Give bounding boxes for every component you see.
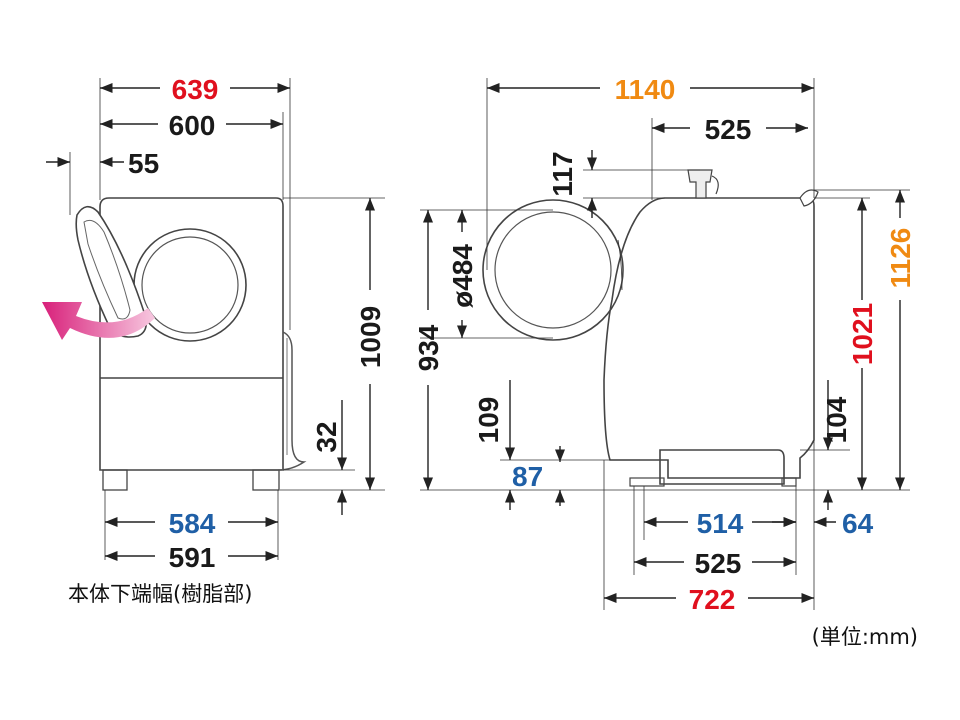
side-base-pedestal [659,449,785,485]
water-inlet-hose [711,175,719,195]
front-open-door-inner [83,219,131,320]
dim-base-offset-rear: 64 [842,508,874,539]
side-door-hinge [617,239,623,291]
dim-front-height: 1009 [355,306,386,368]
dim-side-depth-overall: 1140 [615,74,676,105]
dim-base-depth-a: 514 [697,508,744,539]
water-inlet-icon [687,169,713,199]
front-foot-left [102,469,128,491]
door-open-arrow-icon [42,302,155,340]
dim-door-bottom-height: 109 [473,397,504,444]
dim-side-depth-top: 525 [705,114,752,145]
front-body-outline [99,197,284,471]
unit-note: (単位:mm) [812,625,918,649]
dim-base-width-a: 584 [169,508,216,539]
dim-foot-height: 32 [311,421,342,452]
base-width-caption: 本体下端幅(樹脂部) [68,582,252,606]
dim-side-body-height: 1021 [847,303,878,365]
rear-hose-icon [799,189,819,207]
dim-front-width-overall: 639 [172,74,219,105]
front-foot-right [252,469,280,491]
side-body-outline [603,197,815,479]
dim-base-width-b: 591 [169,542,216,573]
dim-base-offset: 87 [512,461,543,492]
dim-inlet-height: 117 [547,151,578,196]
dim-base-depth-c: 722 [689,584,736,615]
dim-door-diameter: ø484 [447,244,478,308]
dim-outlet-height: 104 [821,396,852,443]
dim-door-top-height: 934 [413,324,444,371]
side-foot-front [629,477,665,487]
dim-door-offset: 55 [128,148,159,179]
front-view: 639 600 55 1009 32 584 591 本体下端幅(樹脂部) [42,74,386,606]
side-view: 1140 525 117 ø484 934 109 87 104 1021 [413,74,918,649]
front-door-window-inner [141,236,239,334]
front-door-window-outer [133,228,247,342]
front-drain-hose [277,331,307,471]
side-door-outer [482,199,624,341]
dim-base-depth-b: 525 [695,548,742,579]
dim-side-height-overall: 1126 [885,228,916,289]
side-door-inner [494,211,612,329]
side-foot-rear [781,477,797,487]
dim-front-width-body: 600 [169,110,216,141]
